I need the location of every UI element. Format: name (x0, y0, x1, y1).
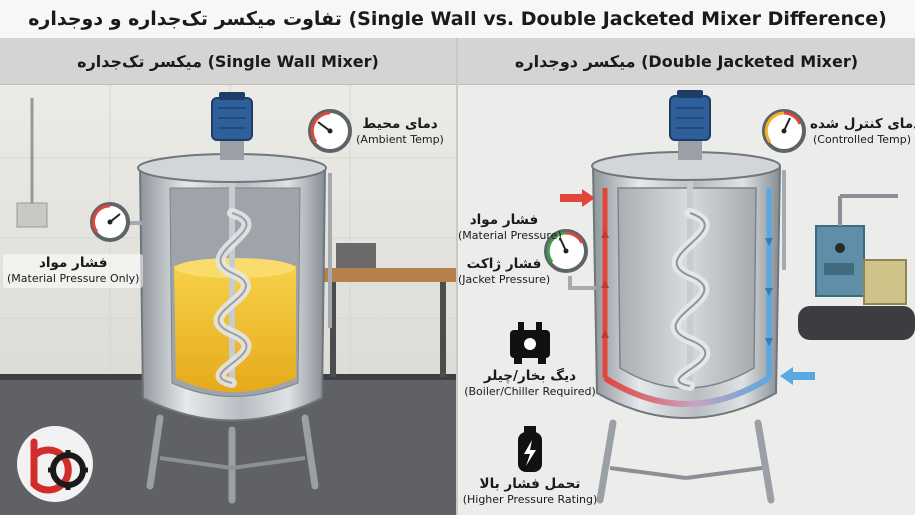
pressure-rating-fa: تحمل فشار بالا (479, 476, 581, 492)
material-pressure-en: (Material Pressure Only) (7, 272, 140, 285)
ambient-temp-fa: دمای محیط (362, 116, 438, 132)
hot-inlet-arrow (560, 189, 595, 207)
hot-flow-arrows (601, 230, 609, 338)
pressure-rating-label: تحمل فشار بالا (Higher Pressure Rating) (460, 476, 600, 508)
panel-divider (456, 38, 458, 515)
logo-icon (17, 426, 93, 502)
page-title: تفاوت میکسر تک‌جداره و دوجداره (Single W… (0, 0, 915, 38)
single-wall-panel: میکسر تک‌جداره (Single Wall Mixer) دمای … (0, 38, 456, 515)
bottom-jacket-channel (603, 375, 771, 407)
material-pressure-label: فشار مواد (Material Pressure Only) (3, 254, 144, 288)
workbench-top (318, 268, 456, 282)
tank-legs (596, 419, 775, 504)
tank-legs (146, 414, 319, 504)
double-jacketed-header: میکسر دوجداره (Double Jacketed Mixer) (458, 38, 915, 85)
motor-mount (220, 138, 244, 160)
ambient-temp-en: (Ambient Temp) (356, 133, 444, 146)
double-jacketed-panel: میکسر دوجداره (Double Jacketed Mixer) دم… (458, 38, 915, 515)
workbench-leg (330, 282, 336, 377)
electrical-box (16, 202, 48, 228)
jacket-pressure-fa: فشار ژاکت (466, 256, 542, 272)
controlled-temp-label: دمای کنترل شده (Controlled Temp) (810, 116, 915, 148)
gauge-icon (308, 109, 352, 153)
gauge-icon (762, 109, 806, 153)
ambient-temp-label: دمای محیط (Ambient Temp) (350, 116, 450, 148)
workbench-leg (440, 282, 446, 377)
gauge-icon (544, 229, 588, 273)
controlled-temp-fa: دمای کنترل شده (810, 116, 915, 132)
pressure-rating-en: (Higher Pressure Rating) (462, 493, 598, 506)
boiler-chiller-en: (Boiler/Chiller Required) (464, 385, 596, 398)
gauge-pipe (568, 276, 596, 290)
gauge-icon (90, 202, 130, 242)
motor-mount (678, 138, 702, 160)
single-wall-illustration (0, 84, 456, 515)
gas-cylinder-icon (518, 426, 542, 472)
material-pressure-fa: فشار مواد (469, 212, 539, 228)
controlled-temp-en: (Controlled Temp) (813, 133, 911, 146)
motor-icon (211, 92, 253, 141)
helical-blade-edge (217, 212, 248, 384)
jacket-pressure-label: فشار ژاکت (Jacket Pressure) (458, 256, 550, 288)
helical-blade-edge (674, 212, 707, 387)
material-pressure-fa: فشار مواد (38, 255, 108, 271)
boiler-icon (510, 322, 550, 364)
motor-icon (669, 90, 711, 141)
material-pressure-label: فشار مواد (Material Pressure) (458, 212, 562, 244)
boiler-chiller-label: دیگ بخار/چیلر (Boiler/Chiller Required) (460, 368, 600, 400)
cold-flow-arrows (765, 238, 773, 346)
boiler-chiller-unit (798, 194, 915, 340)
tank-leg-braces (159, 456, 306, 470)
tank-leg-braces (609, 466, 763, 480)
cold-inlet-arrow (780, 367, 815, 385)
double-jacketed-illustration (458, 84, 915, 515)
boiler-chiller-fa: دیگ بخار/چیلر (483, 368, 577, 384)
bench-vise (336, 243, 376, 268)
single-wall-header: میکسر تک‌جداره (Single Wall Mixer) (0, 38, 456, 85)
material-pressure-en: (Material Pressure) (458, 229, 562, 242)
jacket-pressure-en: (Jacket Pressure) (458, 273, 551, 286)
